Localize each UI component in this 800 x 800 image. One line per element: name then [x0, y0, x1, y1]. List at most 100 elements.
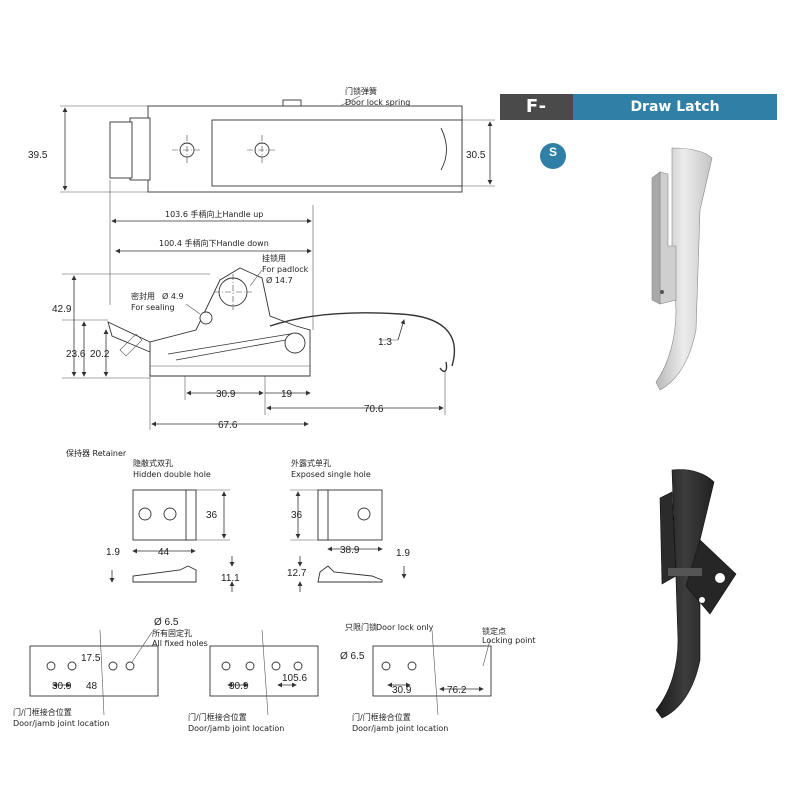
template-hole [245, 661, 255, 671]
exposed-retainer-plate [317, 489, 383, 541]
dim-retainer-w389: 38.9 [340, 545, 360, 556]
mounting-hole [357, 507, 371, 521]
exposed-retainer-lip [317, 489, 329, 541]
retainer-section: 保持器 Retainer 隐敝式双孔 Hidden double hole 36… [66, 448, 410, 592]
leader-line [339, 95, 361, 107]
dim-d1: 30.9 [216, 389, 236, 400]
template-hole [381, 661, 391, 671]
dim-thickness-left: 1.9 [106, 547, 120, 558]
spring-bolt [668, 568, 702, 576]
dim-retainer-h-left: 36 [206, 510, 218, 521]
locking-label-cn: 锁定点 [482, 626, 506, 636]
dim-height-left: 39.5 [28, 150, 48, 161]
brand-logo-letter: S [548, 145, 557, 159]
template-hole [407, 661, 417, 671]
sealing-hole [699, 597, 705, 603]
hole-dia-a: Ø 6.5 [154, 617, 179, 628]
hook-tip-profile [119, 333, 143, 357]
product-photo-steel [651, 147, 713, 391]
template-hole [293, 661, 303, 671]
sealing-label-cn: 密封用 [131, 291, 155, 301]
dim-m309c: 30.9 [392, 685, 412, 696]
mounting-templates: Ø 6.5 所有固定孔 All fixed holes 17.5 30.9 48… [13, 617, 536, 733]
product-code: F-1643 [500, 94, 573, 143]
leader-line [131, 631, 153, 663]
dim-handle-up: 103.6 手柄向上Handle up [165, 209, 263, 219]
dim-handle-down: 100.4 手柄向下Handle down [159, 238, 269, 248]
latch-side-profile [149, 267, 311, 377]
padlock-label-en: For padlock [262, 265, 309, 274]
padlock-hole [715, 573, 725, 583]
product-photo-black [655, 469, 737, 719]
sealing-dia: Ø 4.9 [162, 291, 184, 301]
joint-line [431, 629, 439, 716]
mounting-hole [163, 507, 177, 521]
top-view: 门锁弹簧 Door lock spring 39.5 30.5 103.6 手柄… [28, 86, 495, 330]
sealing-label-en: For sealing [131, 303, 175, 312]
dim-retainer-h-right: 36 [291, 510, 303, 521]
exposed-retainer-side [317, 565, 383, 583]
leader-arrow [397, 319, 406, 341]
fixed-label-en: All fixed holes [152, 639, 208, 648]
dim-d4: 67.6 [218, 420, 238, 431]
dim-m309b: 30.9 [229, 681, 249, 692]
dim-retainer-width: 44 [158, 547, 170, 558]
wire-spring [269, 312, 456, 367]
template-hole [108, 661, 118, 671]
dim-m1056: 105.6 [282, 673, 307, 684]
dim-retainer-h127: 12.7 [287, 568, 307, 579]
joint-label-cn-b: 门/门框接合位置 [188, 712, 247, 722]
exposed-label-en: Exposed single hole [291, 470, 371, 479]
handle-end-curve [440, 127, 447, 171]
sealing-hole [199, 311, 213, 325]
dim-height-right: 30.5 [466, 150, 486, 161]
fixed-label-cn: 所有固定孔 [152, 628, 192, 638]
hidden-retainer-side [132, 565, 197, 583]
template-middle [209, 645, 319, 697]
door-only-label-en: Door lock only [376, 623, 434, 632]
template-hole [125, 661, 135, 671]
hook-profile [107, 321, 151, 353]
hidden-label-cn: 隐敝式双孔 [133, 458, 173, 468]
door-only-label-cn: 只限门锁 [345, 622, 377, 632]
leader-line [185, 303, 201, 315]
dim-m309a: 30.9 [52, 681, 72, 692]
dim-d2: 19 [281, 389, 293, 400]
hook-plate [129, 117, 151, 181]
wire-end [439, 361, 448, 373]
brand-logo: S [540, 143, 566, 169]
dim-m175: 17.5 [81, 653, 101, 664]
dim-height-a: 23.6 [66, 349, 86, 360]
hatch-line [175, 339, 287, 361]
steel-side [651, 171, 661, 305]
hatch-line [167, 333, 291, 355]
side-view: 挂锁用 For padlock Ø 14.7 密封用 Ø 4.9 For sea… [52, 253, 456, 431]
mounting-hole [138, 507, 152, 521]
padlock-label-cn: 挂锁用 [262, 253, 286, 263]
joint-label-cn-a: 门/门框接合位置 [13, 707, 72, 717]
template-hole [271, 661, 281, 671]
dim-height-b: 20.2 [90, 349, 110, 360]
hidden-label-en: Hidden double hole [133, 470, 211, 479]
template-left [29, 645, 159, 697]
product-name: Draw Latch [573, 94, 777, 120]
dim-m762: 76.2 [447, 685, 467, 696]
padlock-dia: Ø 14.7 [266, 275, 293, 285]
handle-plate [211, 119, 463, 187]
pivot-hole [284, 332, 306, 354]
dim-m48: 48 [86, 681, 98, 692]
steel-handle [655, 147, 713, 391]
spring-tab [282, 99, 302, 107]
joint-label-en-c: Door/jamb joint location [352, 724, 448, 733]
dim-d3: 70.6 [364, 404, 384, 415]
joint-line [99, 629, 105, 716]
hook-tip [109, 121, 133, 179]
leader-line [482, 639, 491, 667]
joint-line [261, 629, 269, 716]
hidden-retainer-lip [185, 489, 197, 541]
spring-label-cn: 门锁弹簧 [345, 86, 377, 96]
rivet [660, 290, 664, 294]
joint-label-cn-c: 门/门框接合位置 [352, 712, 411, 722]
template-hole [67, 661, 77, 671]
joint-label-en-b: Door/jamb joint location [188, 724, 284, 733]
